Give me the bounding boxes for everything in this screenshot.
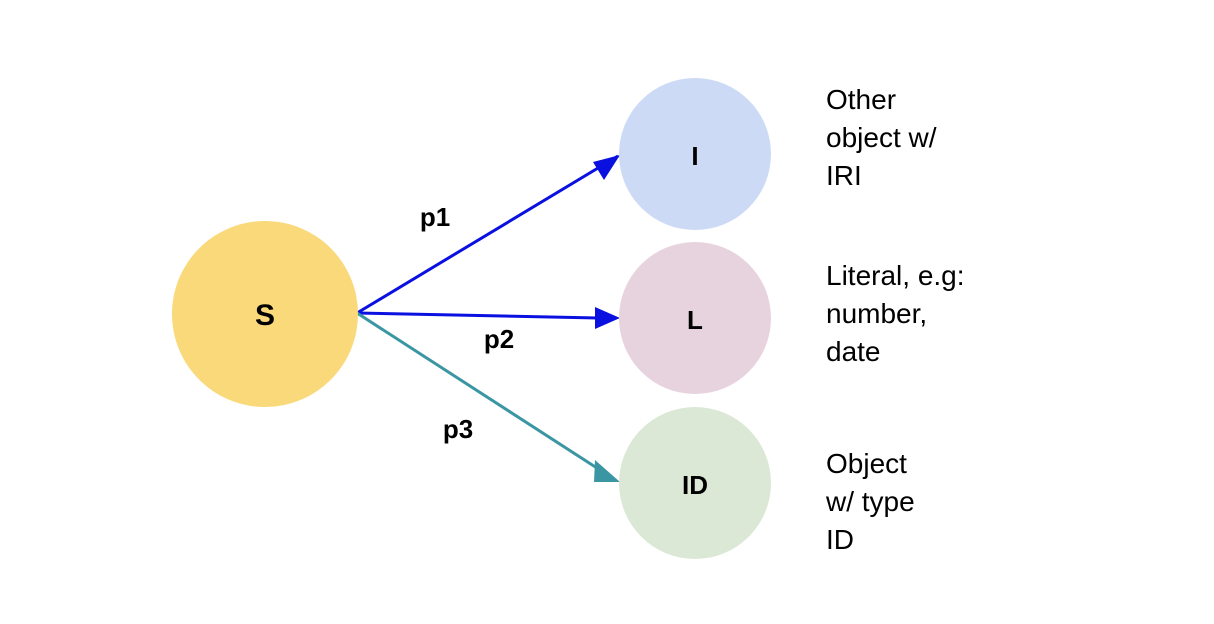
- typed-object-description: Object w/ type ID: [826, 445, 915, 559]
- literal-description: Literal, e.g: number, date: [826, 257, 965, 371]
- iri-description-line: Other: [826, 84, 897, 115]
- edge-p3-label: p3: [443, 414, 473, 444]
- iri-object-node-label: I: [691, 141, 698, 171]
- typed-object-node-label: ID: [682, 470, 708, 500]
- literal-description-line: date: [826, 336, 881, 367]
- typed-description-line: ID: [826, 524, 854, 555]
- edge-p1-arrow: [356, 154, 619, 315]
- typed-description-line: Object: [826, 448, 907, 479]
- edge-p3-arrowhead: [594, 460, 620, 482]
- iri-description-line: IRI: [826, 160, 862, 191]
- edge-p3-arrow: [356, 311, 601, 472]
- edge-p2-label: p2: [484, 324, 514, 354]
- typed-description-line: w/ type: [826, 486, 915, 517]
- typed-object-node: [619, 407, 771, 559]
- edge-p1-arrowhead: [593, 155, 620, 180]
- subject-node: [172, 221, 358, 407]
- iri-description-line: object w/: [826, 122, 937, 153]
- literal-description-line: Literal, e.g:: [826, 260, 965, 291]
- edge-p2-arrowhead: [595, 307, 620, 329]
- edge-p2-arrow: [356, 311, 599, 320]
- edge-p1-label: p1: [420, 202, 450, 232]
- literal-node: [619, 242, 771, 394]
- subject-node-label: S: [255, 299, 275, 332]
- iri-object-node: [619, 78, 771, 230]
- iri-object-description: Other object w/ IRI: [826, 81, 937, 195]
- literal-node-label: L: [687, 305, 703, 335]
- literal-description-line: number,: [826, 298, 928, 329]
